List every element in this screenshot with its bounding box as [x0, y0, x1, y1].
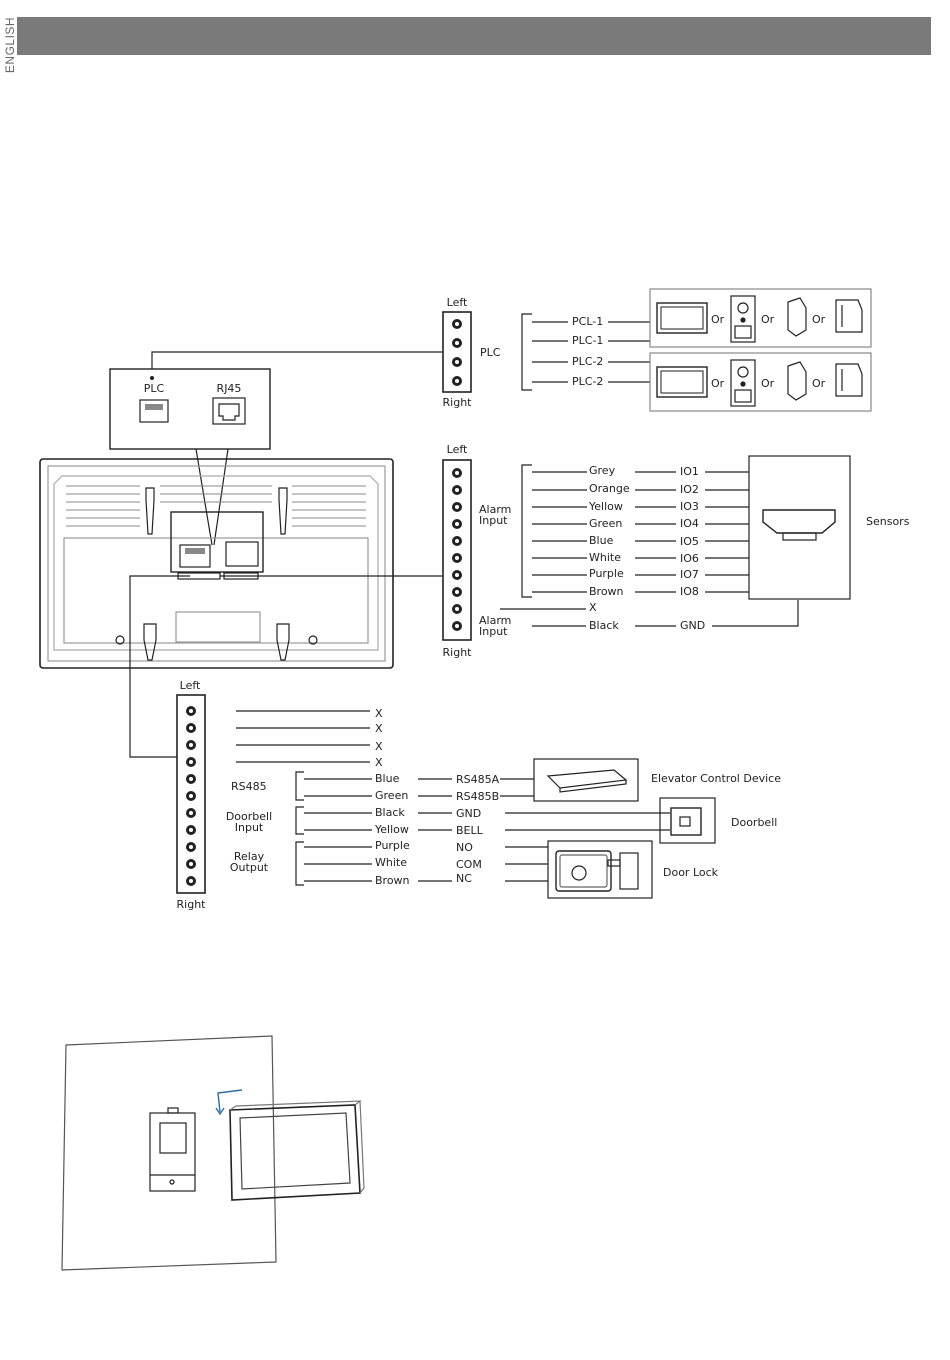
- doorbell-device-label: Doorbell: [731, 816, 777, 829]
- rs485-signal: RS485A: [456, 773, 500, 786]
- arrow-icon: [215, 1089, 243, 1116]
- unused-x-label: X: [375, 707, 383, 720]
- doorbell-wire-color: Yellow: [374, 823, 409, 836]
- rs485-wire-color: Blue: [375, 772, 400, 785]
- or-label: Or: [761, 313, 775, 326]
- alarm-io-label: IO1: [680, 465, 699, 478]
- alarm-io-label: IO5: [680, 535, 699, 548]
- indoor-monitor: [229, 1100, 365, 1201]
- alarm-wire-color: Purple: [589, 567, 624, 580]
- sensor-device: [748, 455, 851, 600]
- plc-terminals: [452, 319, 462, 386]
- alarm-ground-label: Alarm: [479, 614, 511, 627]
- doorbell-signal: GND: [456, 807, 481, 820]
- door-lock-label: Door Lock: [663, 866, 719, 879]
- plc-wire-label: PLC-2: [572, 355, 603, 368]
- mounting-illustration: [61, 1035, 365, 1271]
- alarm-wire-color: Yellow: [588, 500, 623, 513]
- alarm-io-label: IO2: [680, 483, 699, 496]
- relay-wire-color: Brown: [375, 874, 410, 887]
- elevator-control-device: [533, 758, 639, 802]
- plc-block-top-label: Left: [447, 296, 468, 309]
- alarm-wire-color: Grey: [589, 464, 616, 477]
- alarm-io-label: IO4: [680, 517, 699, 530]
- header-bar: [17, 17, 931, 55]
- rj45-port-label: RJ45: [217, 382, 242, 395]
- rs485-wire-color: Green: [375, 789, 408, 802]
- unused-x-label: X: [375, 740, 383, 753]
- alarm-terminal-block: Left Right Alarm Input: [442, 443, 910, 659]
- sensors-label: Sensors: [866, 515, 910, 528]
- or-label: Or: [761, 377, 775, 390]
- alarm-io-label: IO3: [680, 500, 699, 513]
- alarm-ground-color: Black: [589, 619, 619, 632]
- alarm-io-label: IO6: [680, 552, 699, 565]
- door-lock-device: [547, 840, 653, 899]
- alarm-input-label: Input: [479, 514, 508, 527]
- plc-wire-label: PCL-1: [572, 315, 603, 328]
- alarm-wire-color: Brown: [589, 585, 624, 598]
- bottom-terminal-block: Left Right X X X X: [176, 679, 781, 911]
- plc-port-label: PLC: [144, 382, 165, 395]
- alarm-io-label: IO7: [680, 568, 699, 581]
- rs485-label: RS485: [231, 780, 267, 793]
- alarm-x-label: X: [589, 601, 597, 614]
- bottom-block-bottom-label: Right: [177, 898, 207, 911]
- doorbell-signal: BELL: [456, 824, 484, 837]
- doorbell-wire-color: Black: [375, 806, 405, 819]
- alarm-wires: [500, 471, 799, 627]
- alarm-io-label: IO8: [680, 585, 699, 598]
- relay-wire-color: Purple: [375, 839, 410, 852]
- or-label: Or: [711, 313, 725, 326]
- relay-signal: COM: [456, 858, 482, 871]
- alarm-ground-signal: GND: [680, 619, 705, 632]
- plc-wire-label: PLC-1: [572, 334, 603, 347]
- relay-signal: NC: [456, 872, 472, 885]
- relay-wire-color: White: [375, 856, 407, 869]
- doorbell-input-label: Input: [235, 821, 264, 834]
- or-label: Or: [711, 377, 725, 390]
- plc-device-panel-2: Or Or Or: [649, 352, 872, 412]
- relay-output-label: Relay: [234, 850, 265, 863]
- alarm-wire-color: Orange: [589, 482, 630, 495]
- alarm-wire-color: Blue: [589, 534, 614, 547]
- alarm-terminals: [452, 468, 462, 631]
- bottom-block-top-label: Left: [180, 679, 201, 692]
- alarm-block-bottom-label: Right: [443, 646, 473, 659]
- device-back-view: [39, 458, 443, 758]
- alarm-wire-color: Green: [589, 517, 622, 530]
- plc-terminal-block: Left Right PLC PCL-1 PLC-1 PLC-2 PLC-2: [442, 288, 872, 412]
- or-label: Or: [812, 377, 826, 390]
- doorbell-device: [659, 797, 716, 844]
- unused-x-label: X: [375, 722, 383, 735]
- elevator-device-label: Elevator Control Device: [651, 772, 781, 785]
- alarm-wire-color: White: [589, 551, 621, 564]
- plc-label: PLC: [480, 346, 501, 359]
- alarm-ground-label: Input: [479, 625, 508, 638]
- relay-output-label: Output: [230, 861, 269, 874]
- port-callout: PLC RJ45: [109, 351, 443, 546]
- doorbell-input-label: Doorbell: [226, 810, 272, 823]
- plc-block-bottom-label: Right: [443, 396, 473, 409]
- wall-bracket: [149, 1107, 196, 1192]
- or-label: Or: [812, 313, 826, 326]
- alarm-input-label: Alarm: [479, 503, 511, 516]
- rs485-signal: RS485B: [456, 790, 499, 803]
- relay-signal: NO: [456, 841, 473, 854]
- plc-wire-label: PLC-2: [572, 375, 603, 388]
- alarm-block-top-label: Left: [447, 443, 468, 456]
- plc-device-panel-1: Or Or Or: [649, 288, 872, 348]
- unused-x-label: X: [375, 756, 383, 769]
